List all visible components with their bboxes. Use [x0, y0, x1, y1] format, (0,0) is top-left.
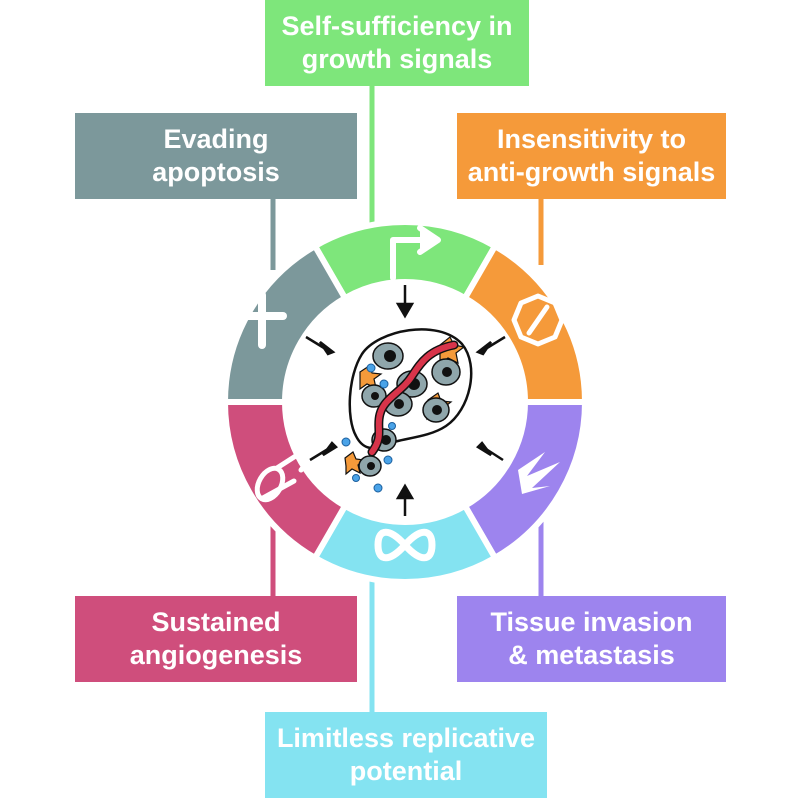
- label-angiogenesis-line1: Sustained: [151, 607, 281, 637]
- prohibition-icon: [511, 293, 565, 347]
- label-limitless-replicative: Limitless replicative potential: [265, 712, 547, 798]
- label-growth-line1: Self-sufficiency in: [281, 11, 513, 41]
- label-apoptosis-line1: Evading: [163, 124, 269, 154]
- tumor-illustration: [341, 328, 473, 493]
- cross-icon: [240, 291, 287, 349]
- label-tissue-invasion: Tissue invasion & metastasis: [457, 596, 726, 682]
- arrow-from-growth: [395, 285, 415, 319]
- label-replicative-line1: Limitless replicative: [276, 723, 536, 753]
- label-antigrowth-signals: Insensitivity to anti-growth signals: [457, 113, 726, 199]
- ring-segment-apoptosis: [221, 242, 350, 405]
- blood-vessel-icon: [254, 447, 311, 503]
- label-growth-signals: Self-sufficiency in growth signals: [265, 0, 529, 86]
- label-antigrowth-line2: anti-growth signals: [467, 157, 716, 187]
- label-replicative-line2: potential: [349, 756, 463, 786]
- label-invasion-line2: & metastasis: [508, 640, 675, 670]
- arrow-from-invasion: [475, 441, 504, 462]
- infinity-icon: [374, 528, 436, 562]
- label-apoptosis-line2: apoptosis: [152, 157, 280, 187]
- arrow-from-angiogenesis: [309, 441, 339, 462]
- ring-segment-antigrowth: [460, 242, 589, 405]
- label-invasion-line1: Tissue invasion: [490, 607, 693, 637]
- label-angiogenesis-line2: angiogenesis: [129, 640, 303, 670]
- jagged-invasion-icon: [518, 452, 560, 494]
- label-evading-apoptosis: Evading apoptosis: [75, 113, 357, 199]
- bent-arrow-icon: [390, 225, 441, 281]
- inward-arrows: [305, 285, 506, 516]
- label-growth-line2: growth signals: [301, 44, 493, 74]
- tumor-blood-vessel-fill: [369, 342, 457, 455]
- arrow-from-apoptosis: [305, 335, 336, 356]
- label-sustained-angiogenesis: Sustained angiogenesis: [75, 596, 357, 682]
- label-antigrowth-line1: Insensitivity to: [496, 124, 687, 154]
- arrow-from-antigrowth: [475, 335, 506, 356]
- signal-dots: [341, 363, 396, 493]
- arrow-from-replicative: [395, 483, 415, 516]
- cell-nuclei: [367, 350, 452, 470]
